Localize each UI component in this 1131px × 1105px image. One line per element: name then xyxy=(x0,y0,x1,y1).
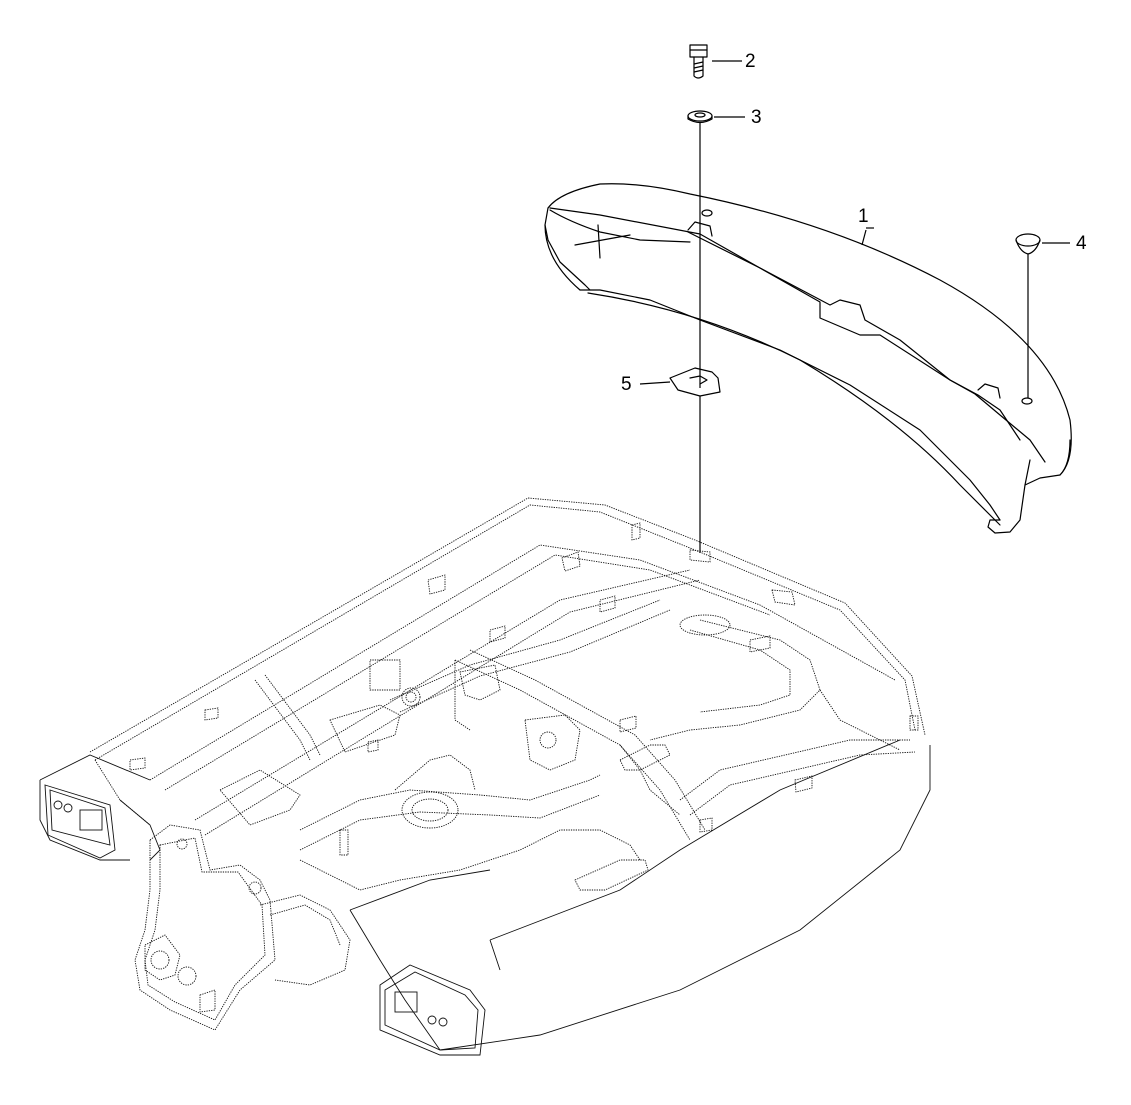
callout-4: 4 xyxy=(1076,233,1087,254)
callout-2: 2 xyxy=(745,51,756,72)
bolt xyxy=(689,44,708,79)
upper-frame xyxy=(89,497,926,891)
right-track-beam xyxy=(349,739,931,1051)
counterweight xyxy=(544,183,1072,534)
right-end-box xyxy=(379,964,486,1056)
callout-3: 3 xyxy=(751,107,762,128)
callout-5: 5 xyxy=(621,374,632,395)
swing-bracket xyxy=(134,824,351,1031)
washer xyxy=(687,110,713,124)
plug xyxy=(1015,233,1041,255)
left-track-beam xyxy=(39,754,161,861)
assembly-lines xyxy=(639,60,1070,553)
callout-1: 1 xyxy=(858,206,869,227)
plate xyxy=(669,367,721,397)
